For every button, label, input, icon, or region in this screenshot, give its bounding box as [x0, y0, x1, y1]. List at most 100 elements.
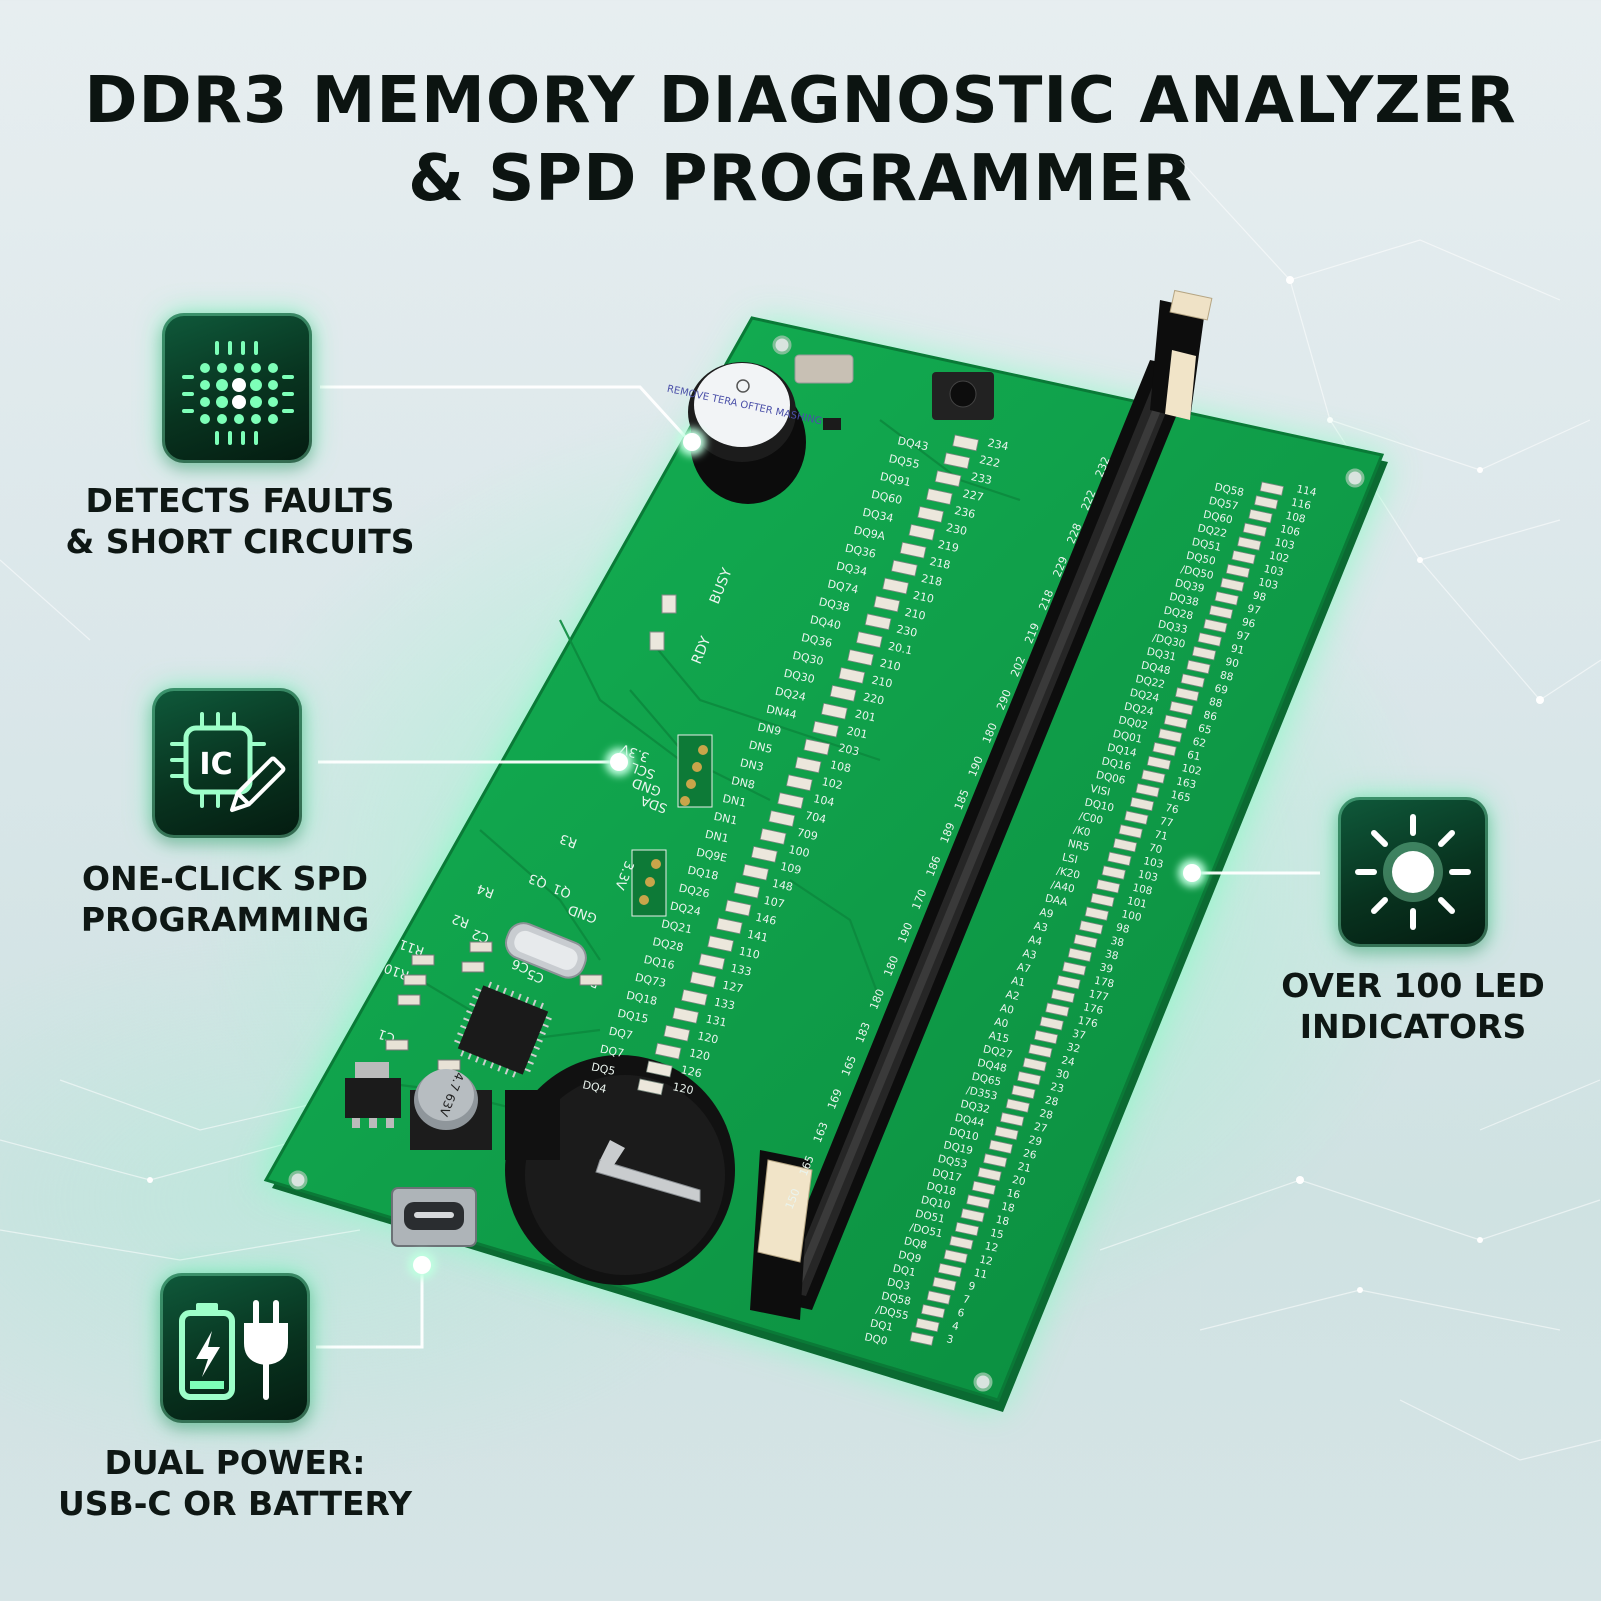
left-signal-label: DQ15: [616, 1007, 649, 1026]
led-indicator: [864, 613, 892, 631]
right-pin-number: 98: [1252, 589, 1268, 604]
feature-icon-faults: [162, 313, 312, 463]
right-pin-number: 11: [973, 1267, 989, 1282]
glowing-light-icon: [1355, 814, 1471, 930]
right-pin-number: 103: [1274, 536, 1296, 552]
feature-spd-line-2: PROGRAMMING: [80, 900, 370, 939]
ic-chip-pencil-icon: IC: [170, 712, 286, 813]
left-signal-label: DQ36: [800, 631, 833, 650]
led-indicator: [1016, 1071, 1042, 1086]
right-signal-label: A7: [1016, 961, 1032, 976]
led-indicator: [890, 559, 918, 577]
left-signal-label: DQ16: [643, 953, 676, 972]
left-pin-number: 709: [796, 826, 819, 843]
battery-plug-icon: [179, 1300, 288, 1400]
right-signal-label: DQ1: [892, 1263, 917, 1280]
left-signal-label: DQ5: [590, 1060, 616, 1078]
feature-power-line-2: USB-C OR BATTERY: [57, 1484, 413, 1523]
right-pin-number: 9: [967, 1280, 976, 1293]
right-pin-number: 38: [1104, 948, 1120, 963]
right-pin-number: 20: [1011, 1174, 1027, 1189]
right-signal-label: A1: [1010, 975, 1026, 990]
right-pin-number: 103: [1142, 855, 1164, 871]
left-signal-label: DN8: [730, 774, 756, 792]
right-pin-numbers: 1141161081061031021031039897969791908869…: [945, 483, 1317, 1346]
led-indicator: [954, 1221, 980, 1237]
left-signal-label: DQ30: [791, 649, 824, 668]
component-label: C2: [470, 925, 491, 945]
feature-icon-leds: [1338, 797, 1488, 947]
left-pin-number: 133: [729, 962, 752, 979]
led-indicator: [1039, 1016, 1064, 1031]
right-pin-number: 7: [962, 1293, 971, 1306]
crystal-oscillator: [504, 922, 587, 979]
right-pin-number: 76: [1164, 802, 1180, 817]
led-indicator: [1045, 1002, 1070, 1017]
right-pin-number: 27: [1033, 1121, 1049, 1136]
right-pin-number: 97: [1246, 603, 1262, 618]
right-pin-number: 71: [1153, 829, 1169, 844]
right-signal-label: A9: [1038, 906, 1054, 921]
left-signal-label: DQ24: [774, 685, 807, 704]
right-pin-number: 12: [978, 1254, 994, 1269]
led-indicator: [952, 434, 979, 452]
left-pin-number: 234: [986, 436, 1009, 453]
right-signal-label: A0: [993, 1016, 1009, 1031]
led-indicator: [915, 1317, 940, 1333]
power-pin-header: 3.3V: [611, 849, 667, 917]
left-pin-number: 120: [671, 1080, 694, 1097]
right-pin-number: 101: [1126, 895, 1148, 911]
right-signal-label: A3: [1033, 920, 1049, 935]
left-pin-number: 203: [837, 741, 860, 758]
left-signal-label: DQ4: [581, 1078, 607, 1096]
right-signal-label: DQ9: [897, 1249, 922, 1266]
component-label: Q1: [551, 880, 574, 900]
led-indicator: [983, 1153, 1008, 1168]
led-indicator: [777, 792, 804, 810]
led-indicator: [1146, 755, 1172, 771]
left-pin-number: 133: [713, 995, 736, 1012]
left-signal-label: DN3: [739, 756, 765, 774]
led-indicator: [715, 917, 743, 935]
led-indicator: [934, 470, 962, 488]
right-pin-number: 24: [1060, 1054, 1076, 1069]
left-signal-label: DQ73: [634, 971, 667, 990]
right-pin-number: 23: [1049, 1081, 1065, 1096]
svg-text:IC: IC: [199, 747, 232, 782]
usb-c-port: [391, 1187, 477, 1247]
led-indicator: [899, 541, 927, 559]
led-indicator: [838, 667, 866, 684]
left-signal-label: DQ91: [879, 470, 912, 489]
left-signal-label: DN1: [721, 792, 747, 810]
left-signal-label: DQ7: [599, 1042, 625, 1060]
right-pin-number: 3: [945, 1333, 954, 1346]
led-indicator: [1214, 591, 1239, 606]
left-pin-number: 148: [771, 877, 794, 894]
right-pin-number: 16: [1006, 1187, 1022, 1202]
right-pin-number: 90: [1224, 656, 1240, 671]
led-indicator: [949, 1235, 974, 1250]
right-pin-number: 18: [1000, 1200, 1016, 1215]
right-signal-label: A4: [1027, 934, 1043, 949]
right-pin-number: 28: [1038, 1107, 1054, 1122]
right-pin-number: 97: [1235, 629, 1251, 644]
feature-spd-line-1: ONE-CLICK SPD: [81, 859, 369, 898]
push-button[interactable]: [932, 372, 994, 420]
right-signal-label: DQ3: [886, 1276, 911, 1293]
right-pin-number: 69: [1213, 682, 1229, 697]
right-pin-number: 108: [1284, 510, 1306, 526]
right-pin-number: 116: [1290, 496, 1312, 512]
right-pin-number: 165: [1170, 789, 1192, 805]
network-nodes: [147, 276, 1544, 1293]
left-signal-label: DQ18: [625, 989, 658, 1008]
right-pin-number: 88: [1208, 696, 1224, 711]
led-indicator: [1180, 673, 1205, 688]
feature-power-line-1: DUAL POWER:: [104, 1443, 366, 1482]
right-signal-label: DQ0: [863, 1331, 888, 1348]
led-indicator: [1124, 810, 1149, 825]
left-signal-label: DN44: [765, 703, 798, 722]
led-indicator: [1011, 1084, 1036, 1100]
right-pin-number: 30: [1055, 1068, 1071, 1083]
left-pin-number: 227: [962, 487, 985, 504]
right-signal-label: A3: [1021, 947, 1037, 962]
